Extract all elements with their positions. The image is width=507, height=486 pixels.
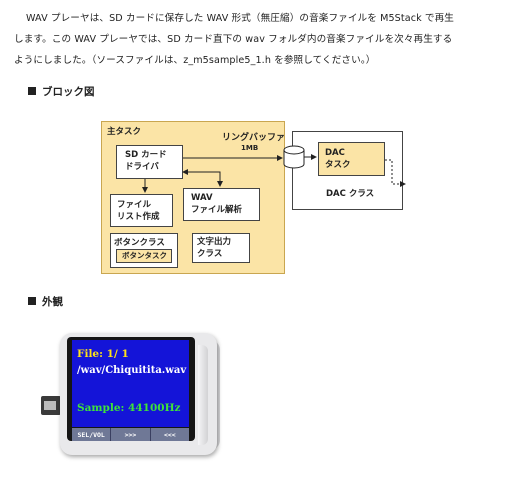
sd-driver-box: SD カード ドライバ: [116, 145, 183, 179]
dac-class-label: DAC クラス: [326, 189, 375, 199]
dac-task-line-1: DAC: [325, 148, 345, 158]
file-list-line-1: ファイル: [117, 200, 152, 210]
intro-line-3: ようにしました。（ソースファイルは、z_m5sample5_1.h を参照してく…: [14, 55, 376, 66]
ring-buffer-size: 1MB: [241, 144, 259, 152]
main-task-label: 主タスク: [107, 127, 142, 137]
file-list-line-2: リスト作成: [117, 212, 160, 222]
button-class-label: ボタンクラス: [114, 238, 165, 248]
ring-buffer-label: リングバッファ: [222, 133, 286, 143]
intro-paragraph: WAV プレーヤは、SD カードに保存した WAV 形式（無圧縮）の音楽ファイル…: [14, 8, 498, 71]
wav-parse-line-1: WAV: [191, 193, 213, 203]
dac-task-box: DAC タスク: [318, 142, 385, 176]
heading-block-diagram: ブロック図: [28, 84, 95, 99]
intro-line-2: します。この WAV プレーヤでは、SD カード直下の wav フォルダ内の音楽…: [14, 34, 453, 45]
device-edge-highlight: [198, 345, 208, 445]
file-list-box: ファイル リスト作成: [110, 194, 173, 227]
button-task-label: ボタンタスク: [122, 251, 167, 260]
screen-file-counter: File: 1/ 1: [77, 348, 129, 360]
text-output-line-1: 文字出力: [197, 237, 232, 247]
wav-parse-line-2: ファイル解析: [191, 205, 243, 215]
sd-driver-line-1: SD カード: [125, 150, 167, 160]
dac-task-line-2: タスク: [325, 160, 351, 170]
prev-button[interactable]: <<<: [150, 428, 189, 441]
screen-button-bar: SEL/VOL >>> <<<: [72, 428, 189, 441]
usb-plug: [44, 401, 56, 410]
button-task-box: ボタンタスク: [116, 249, 172, 263]
text-output-line-2: クラス: [197, 249, 223, 259]
sd-driver-line-2: ドライバ: [125, 162, 159, 172]
text-output-box: 文字出力 クラス: [192, 233, 250, 263]
wav-parse-box: WAV ファイル解析: [183, 188, 260, 221]
device-screen: File: 1/ 1 /wav/Chiquitita.wav Sample: 4…: [72, 340, 189, 427]
sel-vol-button[interactable]: SEL/VOL: [72, 428, 112, 441]
intro-line-1: WAV プレーヤは、SD カードに保存した WAV 形式（無圧縮）の音楽ファイル…: [26, 13, 454, 24]
screen-sample-rate: Sample: 44100Hz: [77, 402, 181, 414]
square-bullet-icon: [28, 297, 36, 305]
heading-appearance: 外観: [28, 294, 63, 309]
square-bullet-icon: [28, 87, 36, 95]
next-button[interactable]: >>>: [111, 428, 151, 441]
screen-file-path: /wav/Chiquitita.wav: [77, 365, 187, 376]
